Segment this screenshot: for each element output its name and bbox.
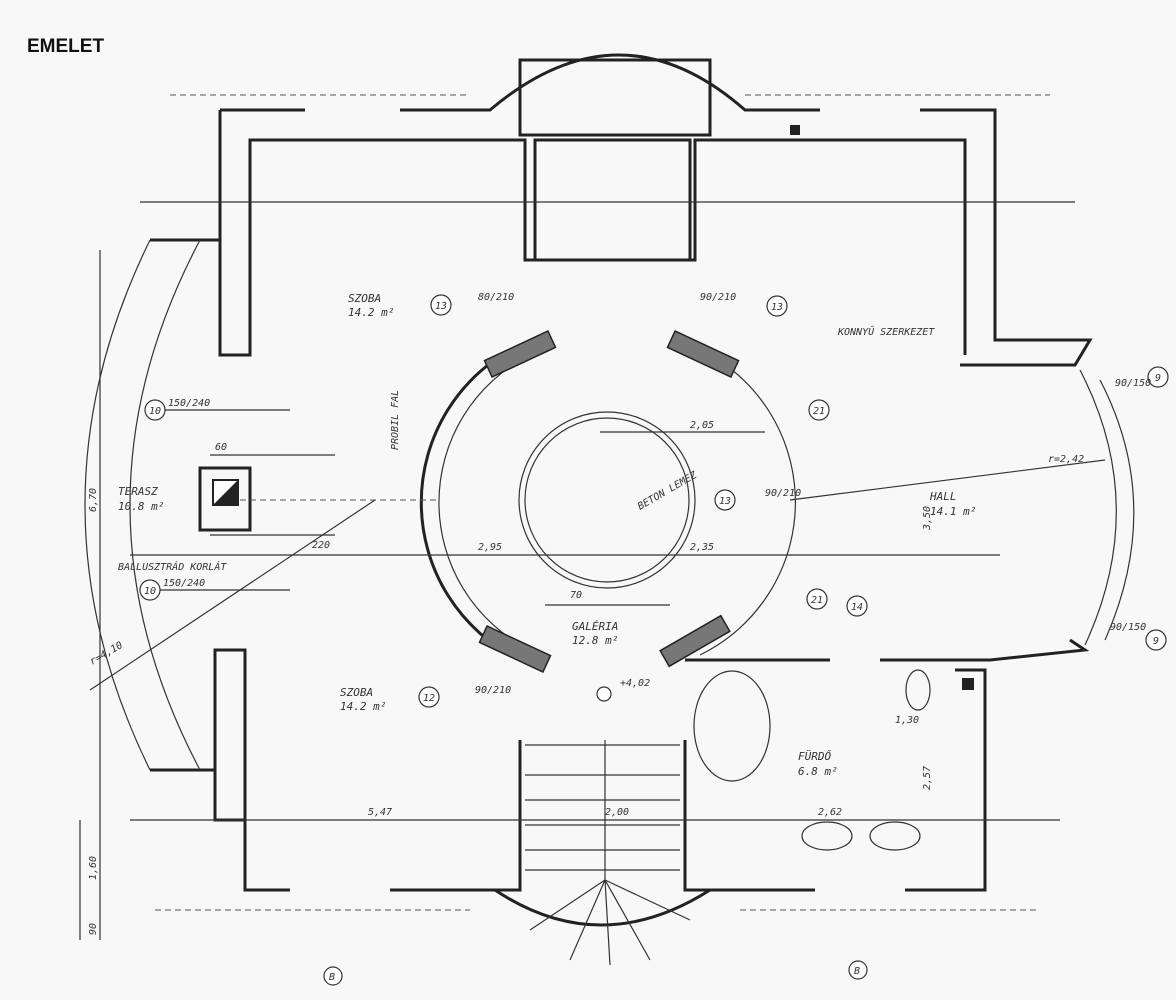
dim: 1,30	[895, 715, 919, 726]
room-name-terrace: TERASZ	[118, 485, 158, 498]
room-area-room-top: 14.2 m²	[348, 306, 394, 319]
door-id: 10	[144, 586, 156, 597]
dim: 2,05	[690, 420, 714, 431]
dim: 6,70	[88, 488, 99, 512]
chimney	[198, 466, 252, 532]
level-mark: +4,02	[620, 678, 650, 689]
dim: 60	[215, 442, 227, 453]
door-size: 90/210	[475, 685, 511, 696]
dim: r=2,42	[1048, 454, 1084, 465]
room-name-hall: HALL	[929, 490, 957, 503]
room-area-gallery: 12.8 m²	[572, 634, 618, 647]
axis-label: B	[329, 972, 335, 983]
room-name-room-bottom: SZOBA	[340, 686, 373, 699]
staircase	[525, 740, 691, 966]
dim: 3,50	[922, 506, 933, 531]
door-size: 90/150	[1110, 622, 1146, 633]
door-size: 90/210	[765, 488, 801, 499]
door-size: 80/210	[478, 292, 514, 303]
room-area-room-bottom: 14.2 m²	[340, 700, 386, 713]
dim: 5,47	[368, 807, 392, 818]
light-wall-label: KONNYŰ SZERKEZET	[837, 324, 935, 338]
door-id: 13	[719, 496, 731, 507]
door-size: 90/210	[700, 292, 736, 303]
dim: 2,35	[690, 542, 714, 553]
door-id: 12	[423, 693, 435, 704]
dimension-lines	[79, 94, 1106, 940]
room-name-bath: FÜRDŐ	[798, 749, 831, 763]
door-id: 21	[813, 406, 825, 417]
door-id: 21	[811, 595, 823, 606]
dim: 2,57	[922, 766, 933, 790]
dim: 220	[312, 540, 330, 551]
dim: 90	[88, 923, 99, 935]
dim: r=4,10	[88, 640, 125, 668]
probil-label: PROBIL FAL	[390, 390, 401, 450]
room-name-gallery: GALÉRIA	[572, 620, 618, 633]
door-id: 10	[149, 406, 161, 417]
dim: 70	[570, 590, 582, 601]
dim: 2,95	[478, 542, 502, 553]
door-id: 13	[771, 302, 783, 313]
walls	[84, 53, 1135, 927]
door-size: 150/240	[168, 398, 210, 409]
door-id: 9	[1153, 636, 1159, 647]
door-id: 14	[851, 602, 863, 613]
door-id: 13	[435, 301, 447, 312]
room-name-room-top: SZOBA	[348, 292, 381, 305]
dim: 2,62	[818, 807, 842, 818]
gallery	[419, 330, 931, 851]
room-area-terrace: 10.8 m²	[118, 500, 164, 513]
door-id: 9	[1155, 373, 1161, 384]
room-area-hall: 14.1 m²	[930, 505, 976, 518]
balustrade-label: BALLUSZTRÁD KORLÁT	[118, 560, 227, 573]
door-markers: 10 150/240 10 150/240 13 80/210 13 90/210 13…	[139, 292, 1169, 986]
room-area-bath: 6.8 m²	[798, 765, 838, 778]
door-size: 90/150	[1115, 378, 1151, 389]
dim: 2,00	[605, 807, 629, 818]
concrete-label: BETON LEMEZ	[636, 469, 700, 512]
plan-title: EMELET	[27, 36, 105, 57]
door-size: 150/240	[163, 578, 205, 589]
axis-label: B	[854, 966, 860, 977]
dim: 1,60	[88, 856, 99, 880]
